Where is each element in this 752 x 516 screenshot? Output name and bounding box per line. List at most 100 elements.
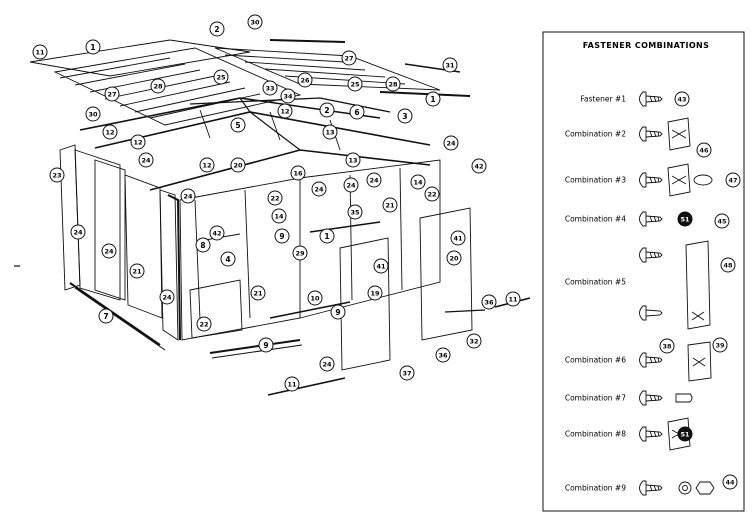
callout-label: 28 — [153, 83, 163, 91]
callout-label: 42 — [474, 163, 483, 171]
callout-12: 12 — [199, 157, 215, 173]
part-callout-48: 48 — [720, 257, 736, 273]
part-label: 46 — [699, 147, 709, 155]
callout-1: 1 — [425, 91, 441, 107]
fastener-row: Combination #8 51 — [565, 417, 693, 451]
fastener-row: Combination #6 38 39 — [565, 337, 728, 382]
callout-label: 33 — [265, 85, 274, 93]
callout-21: 21 — [250, 285, 266, 301]
callout-label: 1 — [324, 232, 329, 241]
callout-23: 23 — [49, 167, 65, 183]
callout-1: 1 — [85, 39, 101, 55]
callout-22: 22 — [424, 186, 440, 202]
screw-icon — [639, 480, 663, 496]
callout-20: 20 — [446, 250, 462, 266]
screw-icon — [639, 247, 663, 263]
part-label: 44 — [725, 479, 735, 487]
part-label: 43 — [677, 96, 686, 104]
callout-label: 12 — [133, 139, 142, 147]
callout-label: 24 — [322, 361, 332, 369]
callout-14: 14 — [271, 208, 287, 224]
callout-16: 16 — [290, 165, 306, 181]
callout-label: 19 — [370, 290, 380, 298]
callout-1: 1 — [319, 228, 335, 244]
fastener-row-label: Combination #6 — [565, 356, 626, 365]
callout-label: 21 — [385, 202, 395, 210]
callout-label: 11 — [287, 381, 297, 389]
callout-label: 22 — [199, 321, 208, 329]
callout-9: 9 — [330, 304, 346, 320]
callout-label: 11 — [35, 49, 45, 57]
fastener-row-label: Combination #8 — [565, 430, 626, 439]
callout-label: 36 — [438, 352, 448, 360]
callout-27: 27 — [341, 50, 357, 66]
callout-28: 28 — [385, 76, 401, 92]
callout-24: 24 — [366, 172, 382, 188]
callout-label: 12 — [202, 162, 211, 170]
callout-34: 34 — [280, 88, 296, 104]
callout-11: 11 — [32, 44, 48, 60]
panel-title: FASTENER COMBINATIONS — [583, 41, 710, 50]
shed-drawing — [14, 39, 531, 396]
callout-42: 42 — [471, 158, 487, 174]
callout-14: 14 — [410, 174, 426, 190]
callout-24: 24 — [443, 135, 459, 151]
callout-27: 27 — [104, 86, 120, 102]
callout-24: 24 — [70, 224, 86, 240]
callout-label: 12 — [105, 129, 114, 137]
callout-label: 42 — [212, 230, 221, 238]
callout-24: 24 — [319, 356, 335, 372]
callout-label: 26 — [300, 77, 310, 85]
callout-36: 36 — [481, 294, 497, 310]
callout-25: 25 — [347, 76, 363, 92]
callout-10: 10 — [307, 290, 323, 306]
callout-22: 22 — [196, 316, 212, 332]
callout-33: 33 — [262, 80, 278, 96]
callout-24: 24 — [138, 152, 154, 168]
part-label: 39 — [715, 342, 725, 350]
callout-29: 29 — [292, 245, 308, 261]
screw-icon — [639, 352, 663, 368]
part-callout-38: 38 — [659, 338, 675, 354]
callout-label: 24 — [183, 193, 193, 201]
callout-13: 13 — [322, 124, 338, 140]
callout-3: 3 — [397, 108, 413, 124]
fastener-row: Combination #246 — [565, 117, 712, 158]
callout-label: 30 — [250, 19, 260, 27]
callout-label: 30 — [88, 111, 98, 119]
callout-label: 7 — [103, 312, 108, 321]
part-callout-51: 51 — [677, 426, 693, 442]
hardware-icon — [687, 341, 712, 382]
part-callout-47: 47 — [725, 172, 741, 188]
hardware-icon — [685, 240, 711, 330]
callout-22: 22 — [267, 190, 283, 206]
callout-label: 41 — [453, 235, 463, 243]
fastener-row-label: Combination #5 — [565, 278, 626, 287]
callout-41: 41 — [373, 258, 389, 274]
callout-31: 31 — [442, 57, 458, 73]
callout-label: 11 — [508, 296, 518, 304]
callout-12: 12 — [130, 134, 146, 150]
callout-label: 24 — [104, 248, 114, 256]
callout-24: 24 — [180, 188, 196, 204]
callout-label: 31 — [445, 62, 455, 70]
callout-label: 28 — [388, 81, 398, 89]
fastener-row-label: Combination #7 — [565, 394, 626, 403]
screw-icon — [639, 390, 663, 406]
callout-41: 41 — [450, 230, 466, 246]
part-callout-45: 45 — [714, 213, 730, 229]
part-callout-46: 46 — [696, 142, 712, 158]
callout-label: 35 — [350, 209, 360, 217]
callout-24: 24 — [101, 243, 117, 259]
callout-19: 19 — [367, 285, 383, 301]
callout-9: 9 — [258, 337, 274, 353]
callout-label: 27 — [107, 91, 116, 99]
callout-label: 20 — [233, 162, 243, 170]
roof-panels — [29, 39, 471, 126]
callout-label: 12 — [280, 108, 289, 116]
callout-label: 32 — [469, 338, 478, 346]
callout-label: 9 — [335, 308, 340, 317]
callout-9: 9 — [274, 228, 290, 244]
